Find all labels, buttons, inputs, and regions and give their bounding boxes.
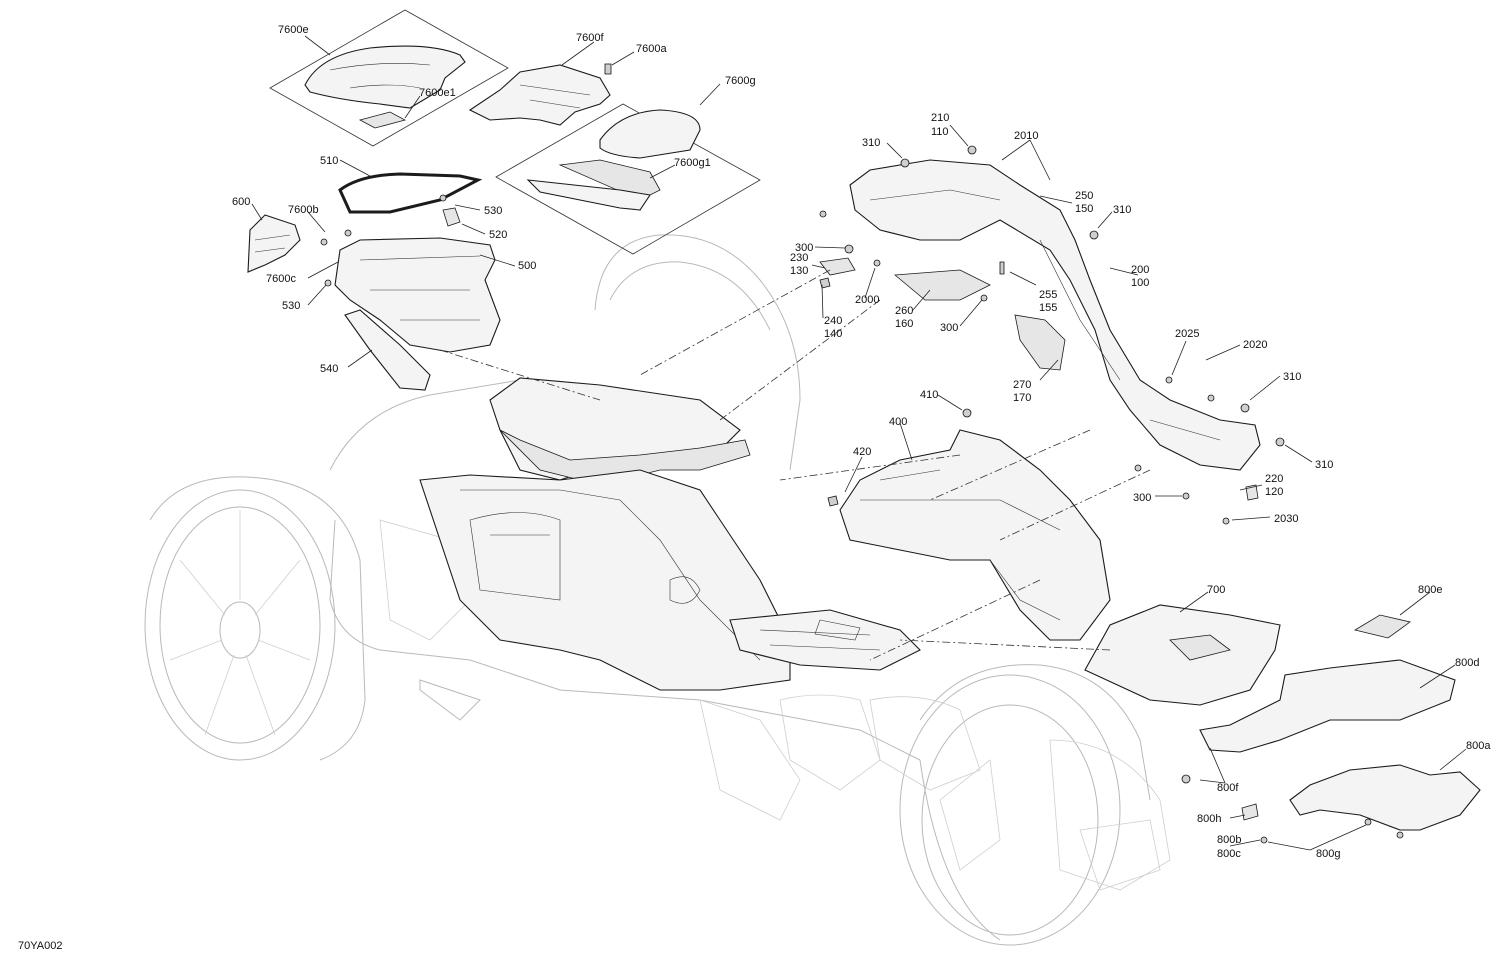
callout-2000: 2000 bbox=[855, 294, 879, 306]
callout-310-lower: 310 bbox=[1315, 459, 1333, 471]
callout-150: 150 bbox=[1075, 203, 1093, 215]
cowl-assembly bbox=[819, 159, 1261, 501]
callout-140: 140 bbox=[824, 328, 842, 340]
callout-labels: 7600e 7600f 7600a 7600e1 7600g 7600g1 51… bbox=[232, 24, 1491, 860]
callout-800f: 800f bbox=[1217, 782, 1239, 794]
callout-800h: 800h bbox=[1197, 813, 1221, 825]
callout-530-upper: 530 bbox=[484, 205, 502, 217]
callout-500: 500 bbox=[518, 260, 536, 272]
callout-7600a: 7600a bbox=[636, 43, 667, 55]
callout-2025: 2025 bbox=[1175, 328, 1199, 340]
callout-200: 200 bbox=[1131, 264, 1149, 276]
callout-120: 120 bbox=[1265, 486, 1283, 498]
callout-420: 420 bbox=[853, 446, 871, 458]
callout-800d: 800d bbox=[1455, 657, 1479, 669]
callout-170: 170 bbox=[1013, 392, 1031, 404]
callout-110: 110 bbox=[931, 126, 949, 138]
assembly-lines bbox=[439, 269, 1151, 661]
callout-530-lower: 530 bbox=[282, 300, 300, 312]
callout-800c: 800c bbox=[1217, 848, 1241, 860]
callout-300-middle: 300 bbox=[940, 322, 958, 334]
leader-lines bbox=[251, 35, 1467, 851]
callout-300-lower: 300 bbox=[1133, 492, 1151, 504]
callout-2010: 2010 bbox=[1014, 130, 1038, 142]
callout-700: 700 bbox=[1207, 584, 1225, 596]
callout-7600c: 7600c bbox=[266, 273, 296, 285]
callout-800a: 800a bbox=[1466, 740, 1491, 752]
callout-255: 255 bbox=[1039, 289, 1057, 301]
callout-520: 520 bbox=[489, 229, 507, 241]
callout-800e: 800e bbox=[1418, 584, 1442, 596]
side-panel-400 bbox=[839, 429, 1111, 641]
callout-7600e: 7600e bbox=[278, 24, 309, 36]
callout-310-mid: 310 bbox=[1283, 371, 1301, 383]
lower-trim-group bbox=[1084, 604, 1481, 831]
callout-2030: 2030 bbox=[1274, 513, 1298, 525]
callout-230: 230 bbox=[790, 252, 808, 264]
callout-130: 130 bbox=[790, 265, 808, 277]
callout-310-top: 310 bbox=[862, 137, 880, 149]
callout-260: 260 bbox=[895, 305, 913, 317]
callout-7600f: 7600f bbox=[576, 32, 604, 44]
callout-600: 600 bbox=[232, 196, 250, 208]
storage-bin-group bbox=[247, 9, 761, 391]
front-body-assembly bbox=[419, 377, 921, 691]
callout-400: 400 bbox=[889, 416, 907, 428]
callout-160: 160 bbox=[895, 318, 913, 330]
callout-2020: 2020 bbox=[1243, 339, 1267, 351]
callout-250: 250 bbox=[1075, 190, 1093, 202]
callout-270: 270 bbox=[1013, 379, 1031, 391]
callout-7600b: 7600b bbox=[288, 204, 319, 216]
fasteners bbox=[320, 145, 1404, 844]
callout-300-upper: 300 bbox=[795, 242, 813, 254]
callout-155: 155 bbox=[1039, 302, 1057, 314]
callout-100: 100 bbox=[1131, 277, 1149, 289]
callout-540: 540 bbox=[320, 363, 338, 375]
callout-240: 240 bbox=[824, 315, 842, 327]
callout-410: 410 bbox=[920, 389, 938, 401]
callout-800b: 800b bbox=[1217, 834, 1241, 846]
callout-210: 210 bbox=[931, 112, 949, 124]
diagram-code: 70YA002 bbox=[18, 940, 62, 952]
callout-7600g: 7600g bbox=[725, 75, 756, 87]
callout-800g: 800g bbox=[1316, 848, 1340, 860]
callout-7600e1: 7600e1 bbox=[419, 87, 456, 99]
callout-7600g1: 7600g1 bbox=[674, 157, 711, 169]
callout-310-right: 310 bbox=[1113, 204, 1131, 216]
callout-220: 220 bbox=[1265, 473, 1283, 485]
callout-510: 510 bbox=[320, 155, 338, 167]
